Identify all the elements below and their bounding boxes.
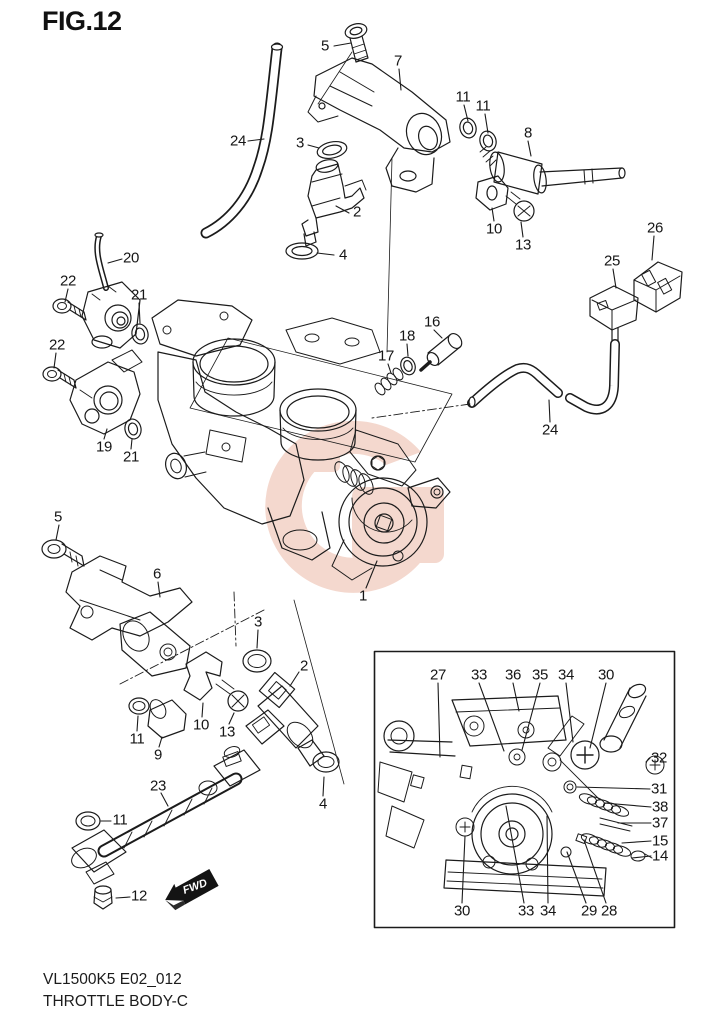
- leader-line: [65, 289, 68, 302]
- leader-line: [137, 716, 138, 731]
- leader-line: [334, 43, 351, 46]
- screw-22-lower: [43, 367, 76, 388]
- leader-line: [584, 840, 606, 903]
- fuel-joint-9-10-11: [118, 612, 248, 738]
- leader-line: [549, 400, 550, 422]
- leader-line: [139, 303, 140, 323]
- leader-line: [104, 429, 107, 439]
- leader-line: [131, 439, 132, 449]
- leader-line: [202, 703, 203, 717]
- o-ring-21-upper: [130, 323, 150, 346]
- part-8-joint-pipe: [458, 116, 625, 221]
- part-25-sensor: [590, 286, 638, 344]
- part-7-fuel-pipe: [308, 21, 450, 352]
- leader-lines: [54, 43, 654, 903]
- leader-line: [513, 683, 519, 711]
- leader-line: [547, 816, 548, 903]
- o-ring-21-lower: [123, 418, 143, 441]
- leader-line: [604, 803, 651, 807]
- leader-line: [336, 206, 349, 213]
- bolt-5-lower: [42, 540, 84, 566]
- parts-16-17-18: [373, 331, 465, 397]
- leader-line: [479, 683, 504, 751]
- leader-line: [652, 236, 654, 260]
- leader-line: [366, 561, 377, 588]
- throttle-body-main: [120, 300, 452, 784]
- footer-code: VL1500K5 E02_012: [43, 971, 182, 988]
- hose-24-right: [372, 344, 615, 418]
- leader-line: [229, 713, 234, 724]
- leader-line: [407, 344, 408, 356]
- leader-line: [613, 269, 616, 288]
- leader-line: [632, 856, 651, 858]
- leader-line: [528, 141, 531, 156]
- leader-line: [317, 253, 334, 255]
- sensor-20: [82, 233, 140, 348]
- figure-footer: VL1500K5 E02_012 THROTTLE BODY-C: [43, 969, 188, 1013]
- sensor-19: [70, 350, 142, 434]
- leader-line: [54, 353, 56, 368]
- leader-line: [108, 259, 122, 263]
- leader-line: [492, 208, 494, 221]
- leader-line: [161, 793, 168, 806]
- leader-line: [506, 806, 524, 903]
- part-26-box: [634, 262, 682, 312]
- leader-line: [521, 222, 523, 237]
- leader-line: [323, 777, 324, 796]
- leader-line: [577, 787, 650, 789]
- leader-line: [646, 758, 650, 762]
- leader-line: [388, 364, 391, 373]
- hose-23-assembly: [68, 745, 260, 909]
- leader-line: [308, 145, 319, 148]
- leader-line: [158, 582, 160, 597]
- bracket-6: [66, 556, 192, 640]
- injector-2-lower: [243, 650, 339, 772]
- screw-22-upper: [53, 299, 86, 320]
- leader-line: [257, 630, 258, 648]
- leader-line: [434, 330, 442, 338]
- pulley-assembly-1: [332, 456, 450, 580]
- leader-line: [159, 737, 162, 747]
- injector-2-top: [286, 139, 366, 259]
- leader-line: [462, 836, 465, 903]
- figure-title: FIG.12: [42, 6, 122, 36]
- fwd-marker: FWD: [165, 869, 219, 911]
- leader-line: [438, 683, 440, 757]
- leader-line: [248, 139, 264, 141]
- leader-line: [485, 114, 488, 133]
- leader-line: [56, 525, 59, 540]
- leader-line: [116, 897, 130, 898]
- leader-line: [290, 672, 299, 686]
- leader-line: [590, 683, 606, 748]
- inset-box: [375, 652, 675, 928]
- hose-24-left: [206, 44, 283, 233]
- leader-line: [464, 105, 468, 121]
- leader-line: [567, 852, 586, 903]
- leader-line: [622, 841, 651, 843]
- footer-name: THROTTLE BODY-C: [43, 993, 188, 1010]
- leader-line: [566, 683, 573, 742]
- leader-line: [522, 683, 540, 750]
- leader-line: [399, 69, 401, 90]
